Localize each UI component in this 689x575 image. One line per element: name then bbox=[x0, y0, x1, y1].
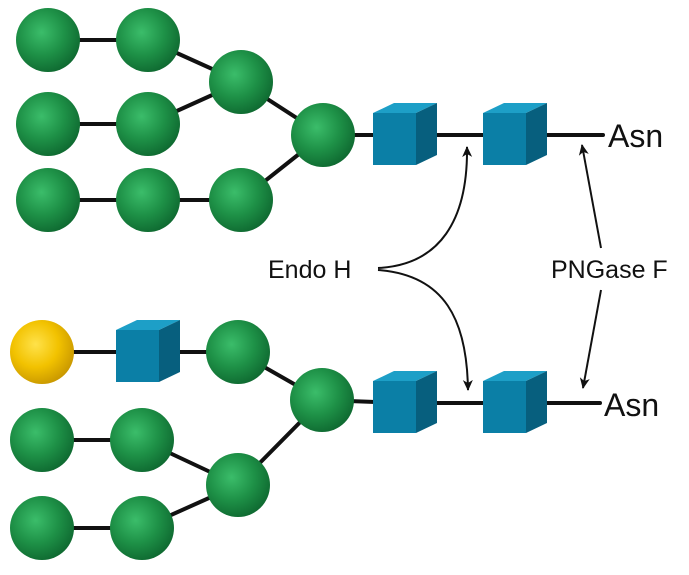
mannose-icon bbox=[16, 168, 80, 232]
mannose-icon bbox=[206, 320, 270, 384]
mannose-icon bbox=[16, 92, 80, 156]
endo-h-label: Endo H bbox=[268, 256, 351, 284]
mannose-icon bbox=[116, 92, 180, 156]
mannose-icon bbox=[291, 103, 355, 167]
mannose-icon bbox=[209, 168, 273, 232]
mannose-icon bbox=[206, 453, 270, 517]
mannose-icon bbox=[16, 8, 80, 72]
mannose-icon bbox=[290, 368, 354, 432]
mannose-icon bbox=[209, 50, 273, 114]
glcnac-icon bbox=[116, 320, 180, 382]
top-glycan: Asn bbox=[16, 8, 663, 232]
endo-h-arrow-top bbox=[377, 146, 473, 269]
mannose-icon bbox=[116, 168, 180, 232]
mannose-icon bbox=[110, 408, 174, 472]
mannose-icon bbox=[116, 8, 180, 72]
cleavage-arrows bbox=[377, 144, 602, 391]
mannose-icon bbox=[110, 496, 174, 560]
glcnac-icon bbox=[483, 371, 547, 433]
pngase-f-arrow-bottom bbox=[579, 289, 602, 389]
pngase-f-label: PNGase F bbox=[551, 256, 668, 284]
mannose-icon bbox=[10, 496, 74, 560]
glcnac-icon bbox=[373, 371, 437, 433]
asn-label-top: Asn bbox=[608, 118, 663, 154]
endo-h-arrow-bottom bbox=[377, 269, 473, 391]
glcnac-icon bbox=[373, 103, 437, 165]
pngase-f-arrow-top bbox=[578, 144, 602, 249]
asn-label-bottom: Asn bbox=[604, 387, 659, 423]
bottom-glycan: Asn bbox=[10, 320, 659, 560]
mannose-icon bbox=[10, 408, 74, 472]
glcnac-icon bbox=[483, 103, 547, 165]
galactose-icon bbox=[10, 320, 74, 384]
